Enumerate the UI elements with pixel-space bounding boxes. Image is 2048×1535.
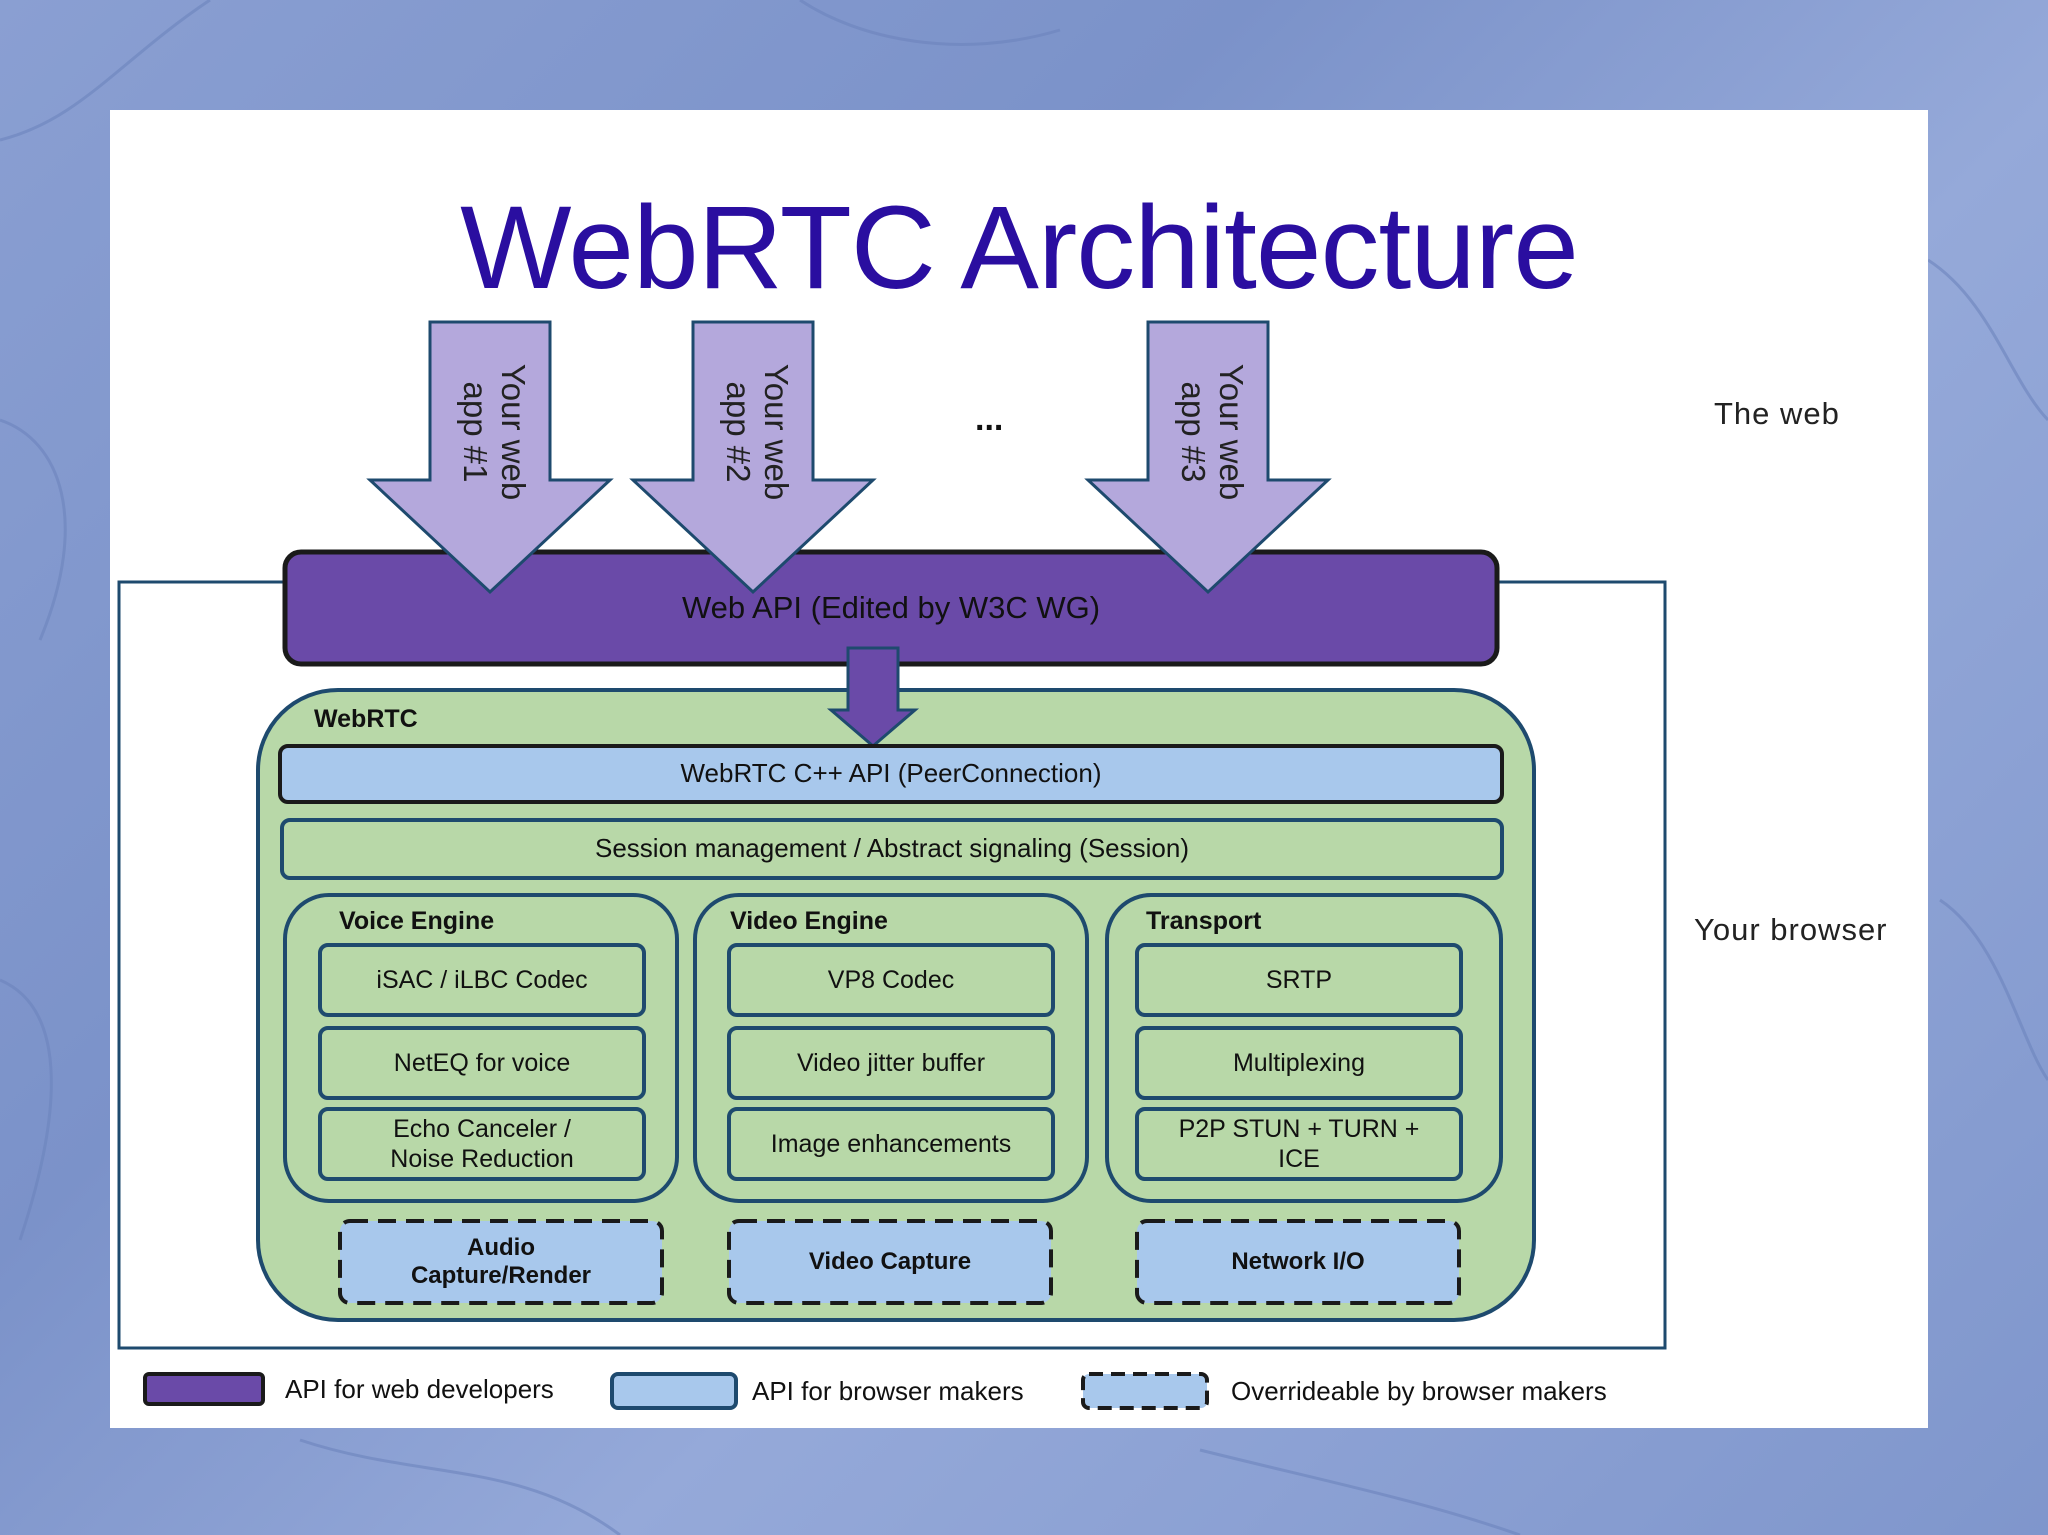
voice-item-echo: Echo Canceler / Noise Reduction [390, 1115, 574, 1173]
transport-item-srtp: SRTP [1265, 966, 1333, 994]
network-io-label: Network I/O [1231, 1248, 1365, 1275]
audio-capture-label: Audio Capture/Render [410, 1234, 592, 1289]
video-capture-label: Video Capture [808, 1248, 972, 1275]
legend-swatch-browser [610, 1372, 738, 1410]
voice-item-box [318, 1026, 646, 1100]
legend-swatch-overrideable [1081, 1372, 1209, 1410]
video-item-codec: VP8 Codec [827, 966, 955, 994]
video-engine-title: Video Engine [730, 907, 888, 935]
video-item-jitter: Video jitter buffer [796, 1049, 986, 1077]
slide-title: WebRTC Architecture [460, 182, 1579, 314]
legend-label-browser: API for browser makers [752, 1376, 1024, 1406]
video-capture-box [727, 1219, 1053, 1305]
voice-item-neteq: NetEQ for voice [393, 1049, 571, 1077]
legend-label-overrideable: Overrideable by browser makers [1231, 1376, 1607, 1406]
down-arrow [826, 646, 920, 748]
transport-item-box [1135, 1107, 1463, 1181]
transport-item-box [1135, 943, 1463, 1017]
legend-swatch-web-dev [143, 1372, 265, 1406]
app-arrow-label-1: Your web app #1 [457, 363, 532, 501]
session-bar [280, 818, 1504, 880]
voice-item-box [318, 943, 646, 1017]
transport-item-box [1135, 1026, 1463, 1100]
network-io-box [1135, 1219, 1461, 1305]
session-label: Session management / Abstract signaling … [595, 833, 1189, 863]
video-item-box [727, 943, 1055, 1017]
webrtc-label: WebRTC [314, 705, 418, 733]
video-item-box [727, 1026, 1055, 1100]
cpp-api-label: WebRTC C++ API (PeerConnection) [680, 758, 1102, 788]
video-item-enhance: Image enhancements [770, 1130, 1012, 1158]
app-arrow-label-3: Your web app #3 [1175, 363, 1250, 501]
voice-item-box [318, 1107, 646, 1181]
legend-label-web-dev: API for web developers [285, 1374, 554, 1404]
voice-item-codec: iSAC / iLBC Codec [376, 966, 588, 994]
video-item-box [727, 1107, 1055, 1181]
app-arrow-1 [366, 320, 614, 595]
cpp-api-bar [278, 744, 1504, 804]
app-arrow-2 [629, 320, 877, 595]
app-arrow-3 [1084, 320, 1332, 595]
region-label-web: The web [1714, 396, 1840, 431]
transport-item-mux: Multiplexing [1232, 1049, 1365, 1077]
more-apps-ellipsis: ... [975, 400, 1004, 438]
region-label-browser: Your browser [1694, 912, 1888, 947]
transport-title: Transport [1146, 907, 1262, 935]
transport-item-p2p: P2P STUN + TURN + ICE [1178, 1115, 1420, 1173]
app-arrow-label-2: Your web app #2 [720, 363, 795, 501]
voice-engine-title: Voice Engine [339, 907, 495, 935]
web-api-label: Web API (Edited by W3C WG) [681, 590, 1101, 625]
audio-capture-box [338, 1219, 664, 1305]
